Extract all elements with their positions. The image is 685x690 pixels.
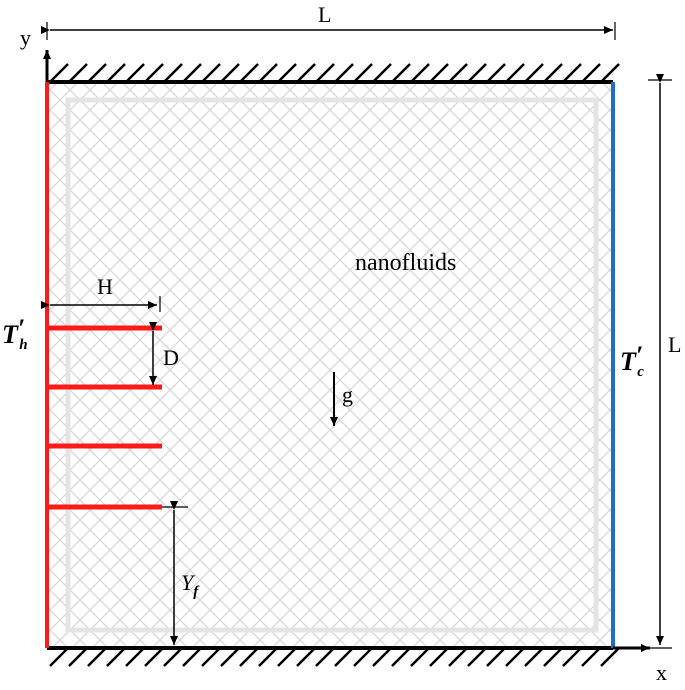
hatch-line bbox=[220, 63, 240, 83]
cold-wall-subscript: c bbox=[637, 364, 644, 380]
hatch-line bbox=[334, 647, 354, 667]
hatch-line bbox=[163, 647, 183, 667]
hatch-line bbox=[68, 63, 88, 83]
hatch-line bbox=[106, 647, 126, 667]
hatch-line bbox=[201, 647, 221, 667]
hatch-line bbox=[505, 63, 525, 83]
cold-wall-prime: ′ bbox=[636, 341, 643, 370]
hatch-line bbox=[448, 647, 468, 667]
hatch-line bbox=[372, 63, 392, 83]
hatch-line bbox=[239, 647, 259, 667]
hatch-line bbox=[106, 63, 126, 83]
hatch-line bbox=[277, 647, 297, 667]
top-length-label: L bbox=[318, 2, 331, 27]
hatch-line bbox=[410, 647, 430, 667]
hatch-line bbox=[258, 647, 278, 667]
hatch-line bbox=[505, 647, 525, 667]
hatch-line bbox=[87, 647, 107, 667]
top-wall-hatching bbox=[49, 63, 620, 83]
fin-position-label: Yf bbox=[181, 570, 200, 600]
hatch-line bbox=[49, 647, 69, 667]
hatch-line bbox=[600, 63, 620, 83]
fins-group bbox=[47, 325, 162, 510]
cold-wall-label: T′c bbox=[620, 341, 644, 380]
hatch-line bbox=[372, 647, 392, 667]
bottom-wall-hatching bbox=[49, 647, 620, 667]
hatch-line bbox=[562, 63, 582, 83]
hatch-line bbox=[600, 647, 620, 667]
hatch-line bbox=[524, 63, 544, 83]
hatch-line bbox=[410, 63, 430, 83]
hatch-line bbox=[163, 63, 183, 83]
hatch-line bbox=[201, 63, 221, 83]
fin-spacing-label: D bbox=[163, 345, 179, 370]
hatch-line bbox=[581, 63, 601, 83]
hatch-line bbox=[182, 63, 202, 83]
hatch-line bbox=[68, 647, 88, 667]
hatch-line bbox=[467, 647, 487, 667]
hot-wall-subscript: h bbox=[19, 337, 27, 353]
hatch-line bbox=[543, 63, 563, 83]
hatch-line bbox=[467, 63, 487, 83]
hatch-line bbox=[543, 647, 563, 667]
x-axis-label: x bbox=[656, 660, 667, 685]
fin-position-subscript: f bbox=[193, 584, 200, 600]
hatch-line bbox=[315, 63, 335, 83]
hatch-line bbox=[296, 647, 316, 667]
gravity-label: g bbox=[342, 382, 353, 407]
hatch-line bbox=[391, 647, 411, 667]
hatch-line bbox=[239, 63, 259, 83]
right-length-label: L bbox=[668, 332, 681, 357]
hatch-line bbox=[429, 63, 449, 83]
hatch-line bbox=[429, 647, 449, 667]
porous-medium-mesh bbox=[47, 82, 613, 648]
hatch-line bbox=[334, 63, 354, 83]
hatch-line bbox=[315, 647, 335, 667]
hatch-line bbox=[144, 647, 164, 667]
hatch-line bbox=[49, 63, 69, 83]
hatch-line bbox=[182, 647, 202, 667]
hot-wall-label: T′h bbox=[2, 314, 28, 353]
porous-medium-border bbox=[65, 97, 599, 633]
hatch-line bbox=[524, 647, 544, 667]
hatch-line bbox=[220, 647, 240, 667]
hatch-line bbox=[87, 63, 107, 83]
hatch-line bbox=[486, 647, 506, 667]
hatch-line bbox=[258, 63, 278, 83]
hatch-line bbox=[144, 63, 164, 83]
hatch-line bbox=[353, 647, 373, 667]
hatch-line bbox=[125, 63, 145, 83]
hatch-line bbox=[581, 647, 601, 667]
hatch-line bbox=[562, 647, 582, 667]
hatch-line bbox=[391, 63, 411, 83]
y-axis-label: y bbox=[20, 25, 31, 50]
fluid-label: nanofluids bbox=[355, 250, 456, 276]
hatch-line bbox=[486, 63, 506, 83]
hatch-line bbox=[125, 647, 145, 667]
hatch-line bbox=[296, 63, 316, 83]
fin-length-label: H bbox=[97, 274, 113, 299]
hatch-line bbox=[277, 63, 297, 83]
hatch-line bbox=[353, 63, 373, 83]
hot-wall-prime: ′ bbox=[18, 314, 25, 343]
hatch-line bbox=[448, 63, 468, 83]
